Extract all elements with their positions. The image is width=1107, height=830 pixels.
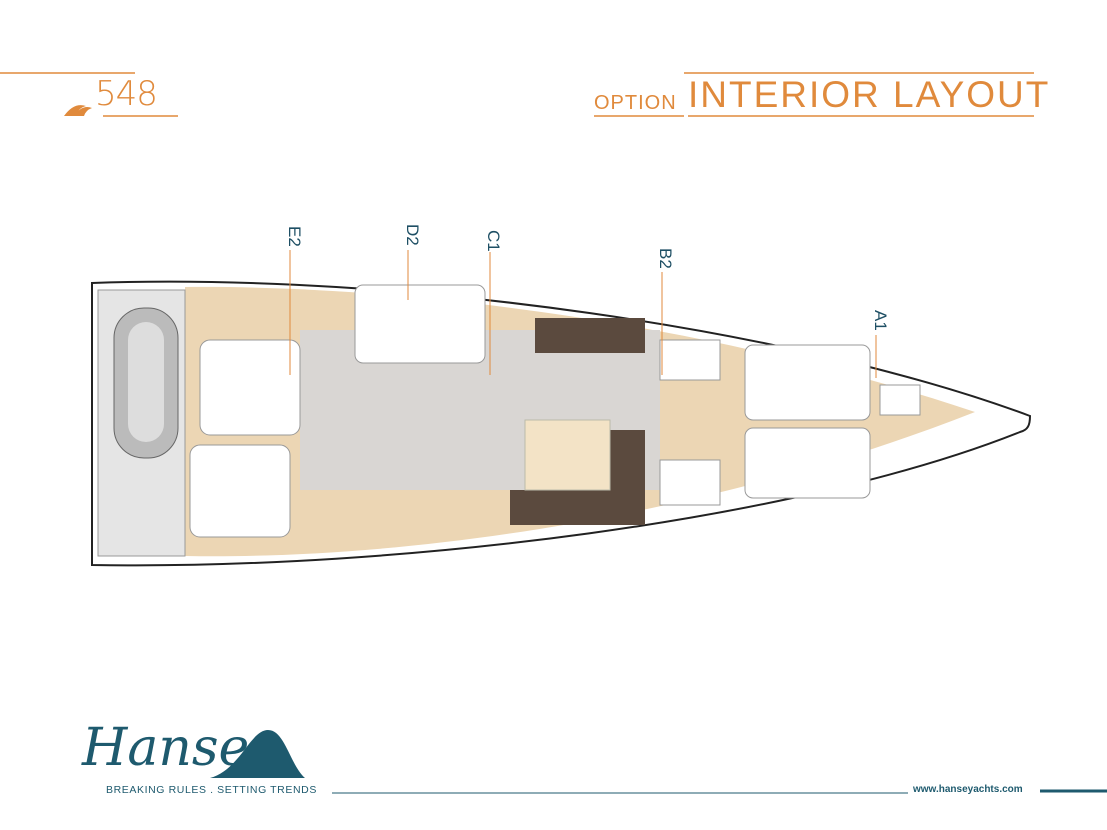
- hanse-logo: Hanse: [82, 718, 250, 778]
- option-label: OPTION: [594, 92, 677, 114]
- bed-aft-port: [199, 339, 301, 436]
- bed-fwd-port: [744, 344, 871, 421]
- label-e2: E2: [285, 226, 304, 247]
- label-c1: C1: [484, 230, 503, 252]
- bed-aft-stbd: [189, 444, 291, 538]
- head-d2: [354, 284, 486, 364]
- page-title: INTERIOR LAYOUT: [688, 74, 1051, 115]
- bed-fwd-stbd: [744, 427, 871, 499]
- website-url: www.hanseyachts.com: [913, 784, 1023, 795]
- model-number: 548: [95, 74, 158, 114]
- label-d2: D2: [403, 224, 422, 246]
- tagline: BREAKING RULES . SETTING TRENDS: [106, 784, 317, 796]
- label-b2: B2: [656, 248, 675, 269]
- label-a1: A1: [871, 310, 890, 331]
- wave-logo-icon: [64, 105, 92, 116]
- hanse-wave-icon: [210, 730, 305, 778]
- sofa-top: [535, 318, 645, 353]
